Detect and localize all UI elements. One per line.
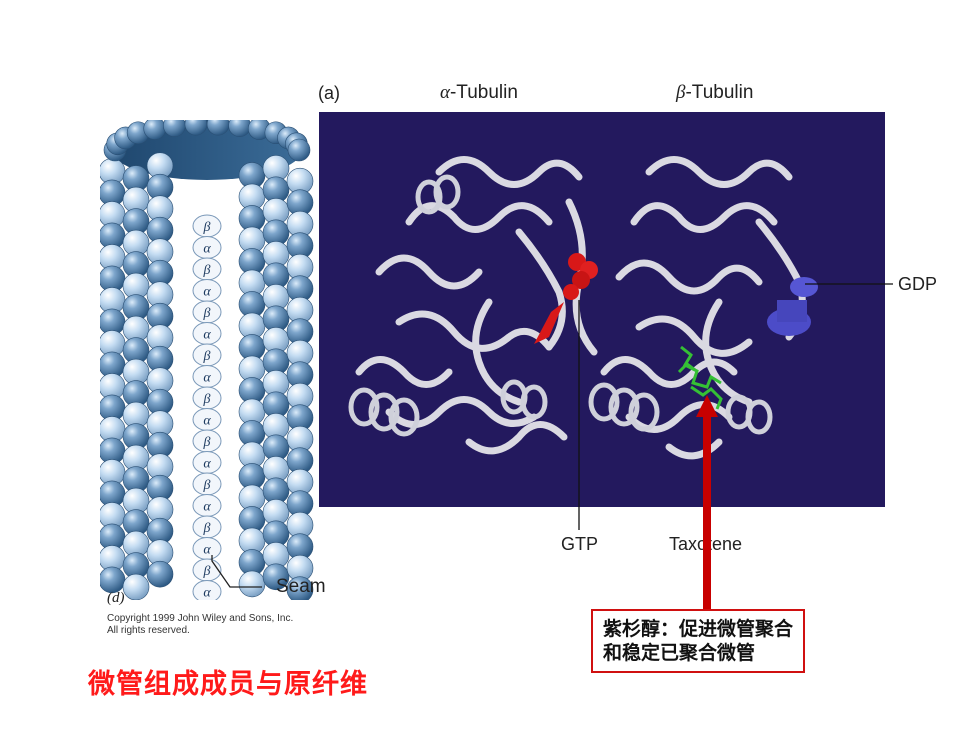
seam-label: Seam xyxy=(276,576,326,597)
subunit-letter: α xyxy=(203,457,211,472)
panel-a-label: (a) xyxy=(318,83,340,103)
tubulin-sphere xyxy=(122,573,150,600)
tubulin-sphere xyxy=(146,560,174,588)
subunit-letter: α xyxy=(203,586,211,601)
copyright-notice: Copyright 1999 John Wiley and Sons, Inc.… xyxy=(107,613,293,637)
subunit-letter: β xyxy=(203,521,211,536)
gtp-label: GTP xyxy=(561,534,599,554)
alpha-helix-coils xyxy=(348,174,548,437)
note-line-1: 紫杉醇：促进微管聚合 xyxy=(603,618,794,640)
taxol-arrow xyxy=(696,395,718,610)
beta-symbol: β xyxy=(676,82,686,103)
subunit-letter: α xyxy=(203,328,211,343)
subunit-letter: α xyxy=(203,414,211,429)
tubulin-sphere xyxy=(286,576,314,600)
beta-title-text: -Tubulin xyxy=(685,82,754,103)
subunit-letter: α xyxy=(203,543,211,558)
alpha-subunit xyxy=(192,580,222,600)
rim-sphere xyxy=(287,138,311,162)
subunit-letter: β xyxy=(203,263,211,278)
subunit-letter: β xyxy=(203,306,211,321)
seam-leader-line xyxy=(211,555,262,588)
subunit-letter: β xyxy=(203,564,211,579)
beta-tubulin-title: β-Tubulin xyxy=(676,82,753,104)
panel-d-label: (d) xyxy=(107,590,125,606)
tubulin-sphere xyxy=(262,563,290,591)
taxotene-binding-site xyxy=(677,345,723,410)
gdp-binding-site xyxy=(767,277,818,336)
tubulin-structure-image xyxy=(319,112,885,507)
subunit-letter: β xyxy=(203,220,211,235)
slide-title: 微管组成成员与原纤维 xyxy=(88,669,368,700)
subunit-letter: α xyxy=(203,500,211,515)
copyright-line-2: All rights reserved. xyxy=(107,625,190,636)
gdp-label: GDP xyxy=(898,274,938,294)
subunit-letter: β xyxy=(203,478,211,493)
note-line-2: 和稳定已聚合微管 xyxy=(603,642,756,664)
alpha-symbol: α xyxy=(440,82,450,103)
subunit-letter: α xyxy=(203,242,211,257)
subunit-letter: α xyxy=(203,285,211,300)
subunit-letter: β xyxy=(203,349,211,364)
microtubule-wall xyxy=(100,120,314,600)
gtp-binding-site xyxy=(534,253,598,344)
subunit-letter: β xyxy=(203,435,211,450)
taxol-note-box: 紫杉醇：促进微管聚合 和稳定已聚合微管 xyxy=(591,609,806,673)
alpha-title-text: -Tubulin xyxy=(449,82,518,103)
alpha-tubulin-title: α-Tubulin xyxy=(440,82,518,104)
subunit-letter: β xyxy=(203,392,211,407)
beta-helix-coils xyxy=(588,382,773,435)
subunit-letter: α xyxy=(203,371,211,386)
copyright-line-1: Copyright 1999 John Wiley and Sons, Inc. xyxy=(107,613,294,624)
